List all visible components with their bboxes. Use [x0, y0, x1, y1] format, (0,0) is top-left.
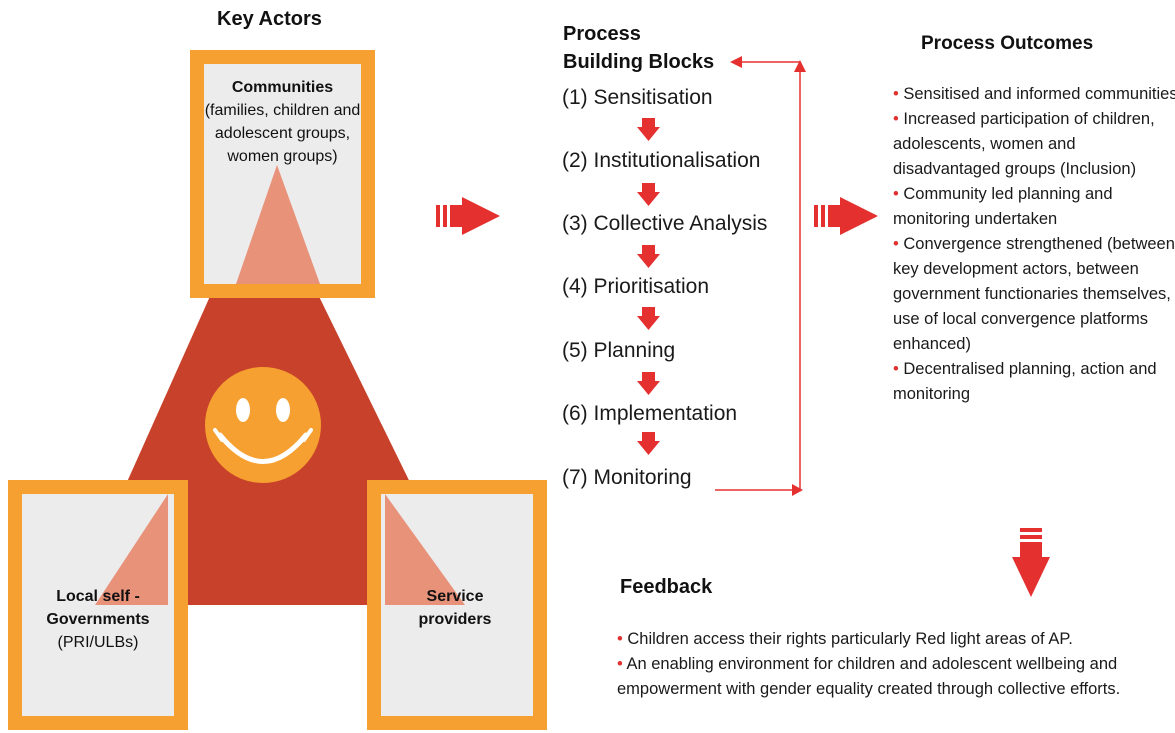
bullet-icon: •: [893, 235, 899, 253]
step-arrow: [637, 432, 660, 455]
outcome-text: Sensitised and informed communities: [903, 85, 1175, 103]
step-arrow: [637, 307, 660, 330]
local-governments-title: Local self - Governments: [46, 588, 150, 628]
communities-label: Communities (families, children and adol…: [204, 76, 361, 168]
bullet-icon: •: [617, 630, 623, 648]
bullet-icon: •: [893, 110, 899, 128]
step-arrow: [637, 372, 660, 395]
outcome-text: Community led planning and monitoring un…: [893, 185, 1113, 228]
bullet-icon: •: [617, 655, 623, 673]
feedback-list: • Children access their rights particula…: [617, 627, 1175, 702]
step-item: (1) Sensitisation: [562, 86, 713, 109]
step-arrows: [637, 118, 660, 455]
outcome-item: • Decentralised planning, action and mon…: [893, 357, 1175, 407]
service-providers-title: Service providers: [418, 588, 492, 628]
step-item: (5) Planning: [562, 339, 676, 362]
local-governments-body: (PRI/ULBs): [57, 634, 139, 651]
outcome-text: Convergence strengthened (between key de…: [893, 235, 1175, 353]
step-arrow: [637, 118, 660, 141]
step-arrow: [637, 183, 660, 206]
communities-triangle-tip: [236, 165, 320, 284]
step-item: (3) Collective Analysis: [562, 212, 768, 235]
communities-title: Communities: [231, 79, 334, 96]
key-actors-heading: Key Actors: [217, 8, 322, 30]
outcome-item: • Community led planning and monitoring …: [893, 182, 1175, 232]
actors-to-process-arrow: [436, 197, 500, 235]
step-item: (7) Monitoring: [562, 466, 692, 489]
bullet-icon: •: [893, 85, 899, 103]
local-triangle-tip: [95, 494, 168, 605]
process-heading-line2: Building Blocks: [563, 51, 715, 73]
loop-arrowhead-left: [730, 56, 742, 68]
process-to-outcomes-arrow: [814, 197, 878, 235]
bullet-icon: •: [893, 360, 899, 378]
outcome-item: • Sensitised and informed communities: [893, 82, 1175, 107]
step-item: (6) Implementation: [562, 402, 738, 425]
step-arrow: [637, 245, 660, 268]
step-item: (4) Prioritisation: [562, 275, 710, 298]
outcome-text: Increased participation of children, ado…: [893, 110, 1155, 178]
feedback-heading: Feedback: [620, 576, 713, 598]
feedback-text: An enabling environment for children and…: [617, 655, 1121, 698]
process-heading: Process Building Blocks: [563, 20, 714, 76]
step-item: (2) Institutionalisation: [562, 149, 761, 172]
feedback-item: • An enabling environment for children a…: [617, 652, 1175, 702]
process-heading-line1: Process: [563, 23, 641, 45]
communities-body: (families, children and adolescent group…: [204, 102, 361, 165]
loop-arrowhead-right: [792, 484, 803, 496]
outcome-item: • Convergence strengthened (between key …: [893, 232, 1175, 357]
local-governments-label: Local self - Governments (PRI/ULBs): [22, 585, 174, 654]
outcomes-heading: Process Outcomes: [921, 33, 1094, 54]
feedback-loop-line: [715, 61, 801, 491]
outcome-item: • Increased participation of children, a…: [893, 107, 1175, 182]
bullet-icon: •: [893, 185, 899, 203]
feedback-item: • Children access their rights particula…: [617, 627, 1175, 652]
smiley-icon: [205, 367, 321, 483]
outcomes-to-feedback-arrow: [1012, 528, 1050, 597]
service-providers-label: Service providers: [400, 585, 510, 631]
feedback-text: Children access their rights particularl…: [627, 630, 1073, 648]
loop-arrowhead-up: [794, 60, 806, 72]
outcome-text: Decentralised planning, action and monit…: [893, 360, 1157, 403]
service-triangle-tip: [385, 494, 465, 605]
outcomes-list: • Sensitised and informed communities • …: [893, 82, 1175, 407]
communities-box: [190, 50, 375, 298]
